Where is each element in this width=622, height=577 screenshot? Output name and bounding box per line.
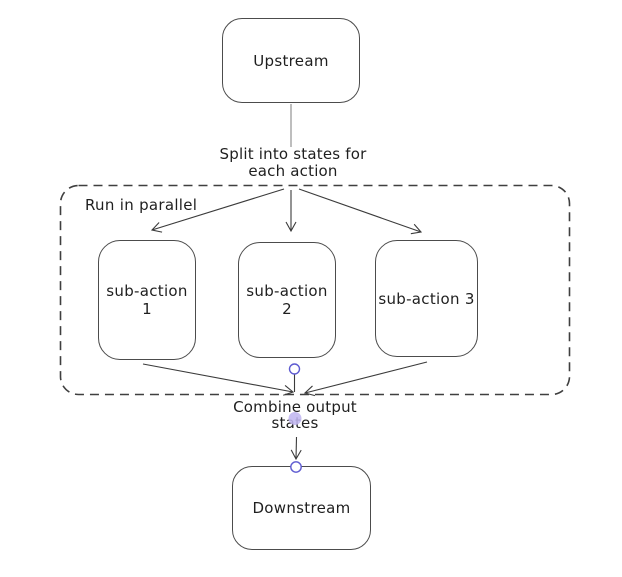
node-sub-action-3: sub-action 3 [375,240,478,357]
edge-sub3-to-combine [303,361,428,397]
node-downstream: Downstream [232,466,371,550]
node-sub-action-2: sub-action 2 [238,242,336,358]
node-downstream-label: Downstream [252,499,351,517]
combine-edge-label: Combine output states [228,399,362,431]
combine-edge-label-line2: states [271,414,319,432]
parallel-group-label: Run in parallel [85,196,198,214]
node-sub-action-1: sub-action 1 [98,240,196,360]
node-upstream-label: Upstream [253,51,329,70]
node-sub-action-1-label: sub-action 1 [106,282,188,318]
node-sub-action-2-label: sub-action 2 [246,282,328,318]
node-upstream: Upstream [222,18,360,103]
combine-edge-label-line1: Combine output [233,398,357,416]
edge-split-to-sub3 [298,188,423,235]
combine-arrows [142,361,428,397]
split-edge-label: Split into states for each action [208,146,378,180]
edge-combine-to-downstream [290,436,302,461]
edge-sub1-to-combine [142,363,295,396]
node-sub-action-3-label: sub-action 3 [378,289,475,308]
connection-port-sub2-icon [288,363,301,375]
split-edge-label-line1: Split into states for [219,145,367,163]
split-edge-label-line2: each action [248,162,338,180]
